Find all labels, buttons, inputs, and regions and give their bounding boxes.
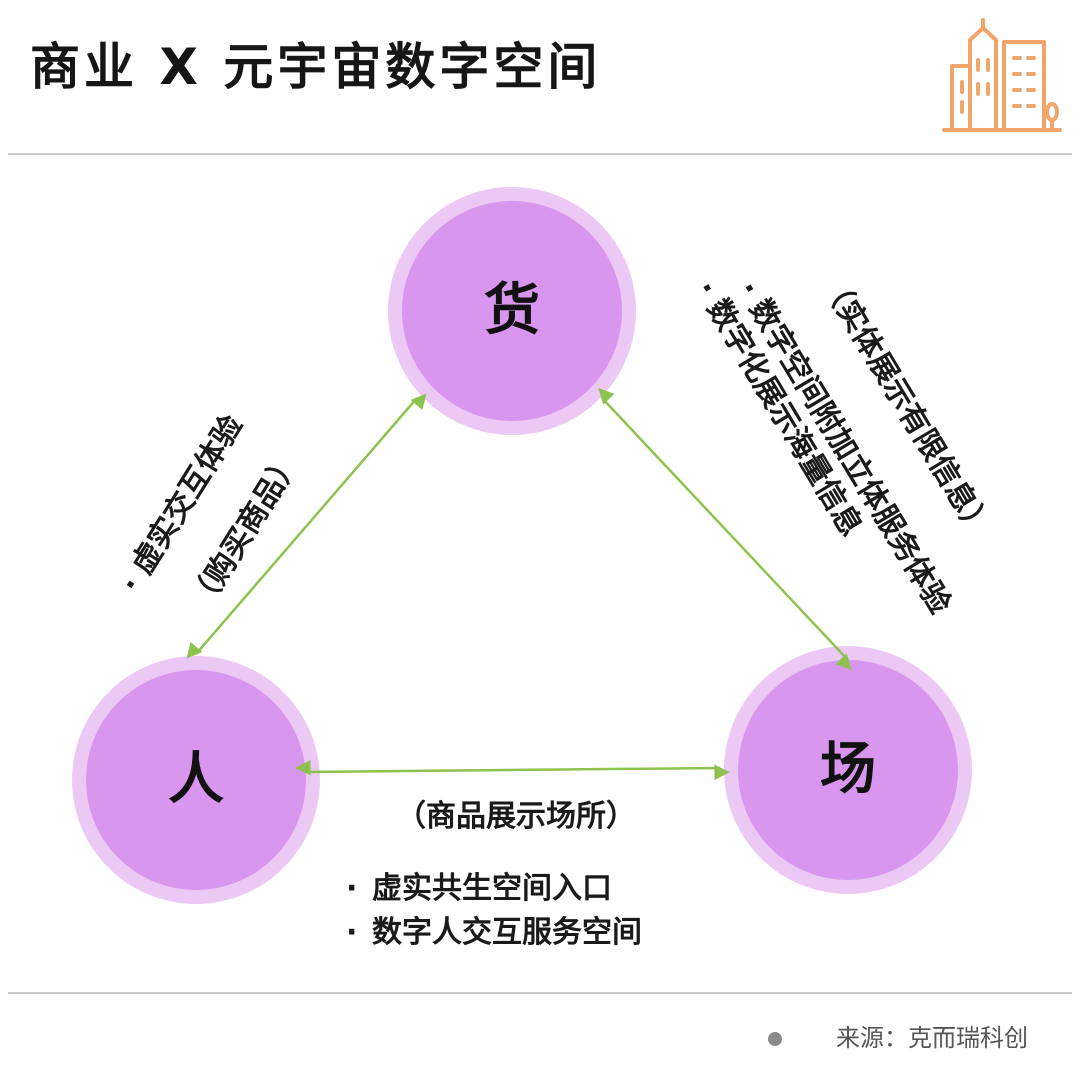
list-item-label: 虚实共生空间入口 (372, 871, 612, 906)
arrow-people-place (295, 760, 730, 780)
bullet-dot: · (346, 871, 358, 906)
node-goods-circle (388, 187, 636, 435)
header-divider (8, 153, 1072, 155)
bullet-dot-icon (768, 1032, 782, 1046)
node-place-label: 场 (820, 737, 876, 802)
arrow-people-goods (186, 393, 427, 659)
node-people-label: 人 (168, 747, 224, 812)
page-title: 商业 X 元宇宙数字空间 (30, 38, 602, 96)
list-item: · 虚实共生空间入口 (346, 874, 642, 918)
node-goods-label: 货 (484, 278, 540, 343)
list-item-label: 数字人交互服务空间 (372, 915, 642, 950)
edge-people-place-paren: （商品展示场所） (396, 799, 636, 834)
edge-people-place-list: · 虚实共生空间入口 · 数字人交互服务空间 (346, 874, 642, 962)
source-note: 来源：克而瑞科创 (768, 1018, 1028, 1053)
footer-divider (8, 992, 1072, 994)
bullet-dot: · (346, 915, 358, 950)
list-item: · 数字人交互服务空间 (346, 918, 642, 962)
node-place-circle (724, 646, 972, 894)
source-text: 来源：克而瑞科创 (836, 1024, 1028, 1052)
node-people-circle (72, 656, 320, 904)
arrow-goods-place (598, 387, 852, 671)
city-buildings-icon (942, 18, 1062, 132)
